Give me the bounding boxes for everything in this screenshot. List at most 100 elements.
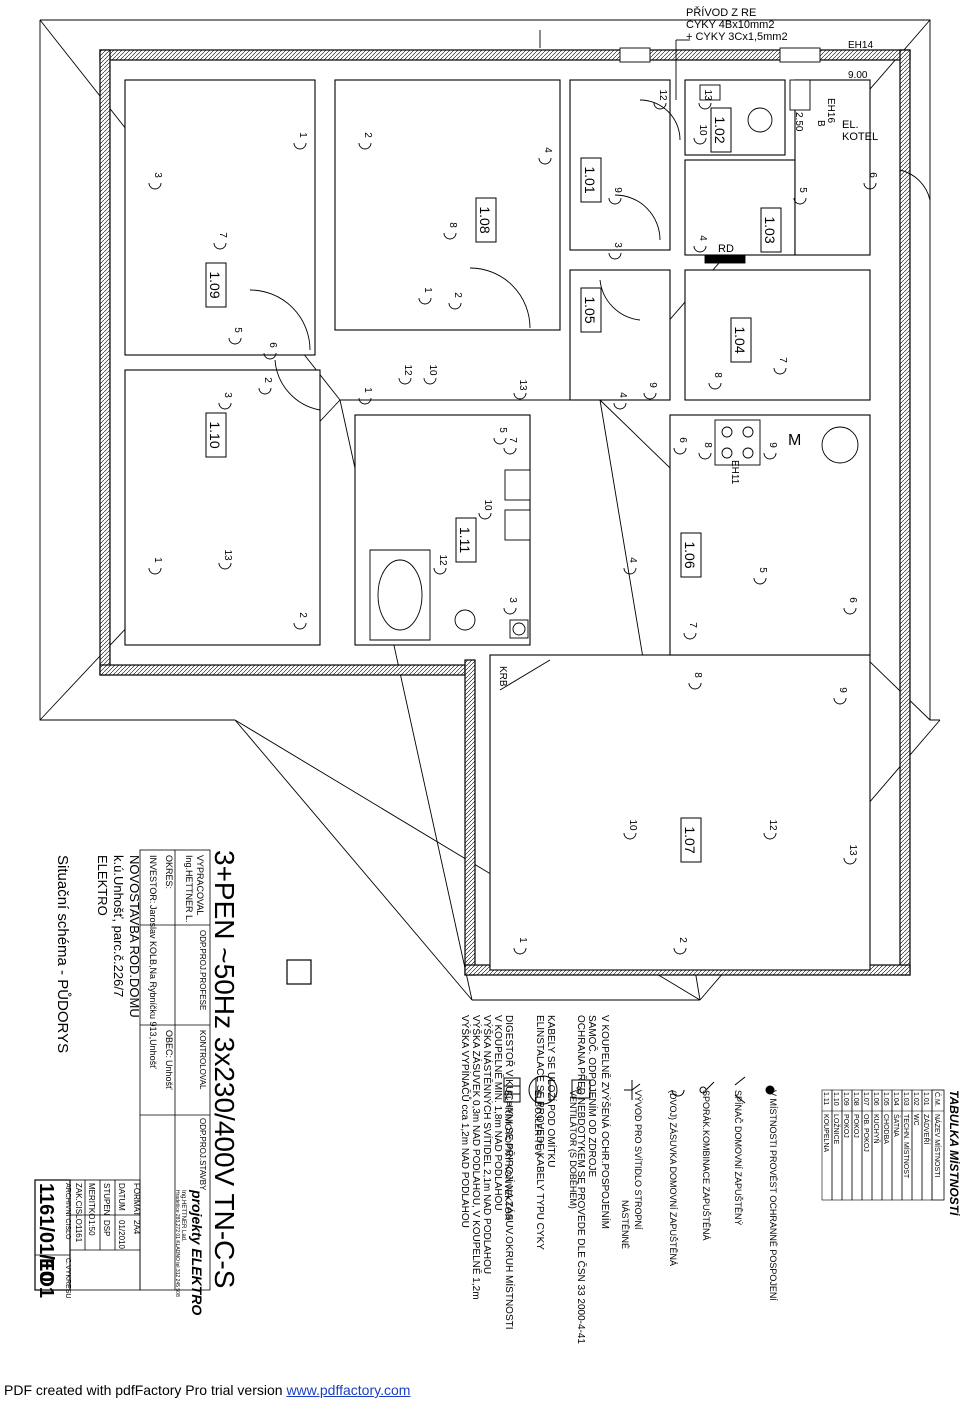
title-block	[34, 849, 211, 1291]
circuit-mark: 1	[293, 132, 308, 150]
room-number: 1.01	[582, 166, 598, 193]
tb-okres-label: OKRES:	[164, 855, 174, 889]
room-table-header-name: NÁZEV MÍSTNOSTI	[933, 1114, 942, 1177]
svg-text:8: 8	[712, 372, 723, 378]
circuit-mark: 8	[688, 672, 703, 690]
tb-cvykresu: EO1	[35, 1258, 57, 1298]
circuit-mark: 2	[293, 612, 308, 630]
room-labels: 1.011.021.031.041.051.061.071.081.091.10…	[205, 107, 782, 863]
room-table-cell: OB. POKOJ	[862, 1114, 869, 1152]
room-number: 1.05	[582, 296, 598, 323]
svg-text:12: 12	[767, 819, 778, 831]
svg-text:7: 7	[217, 232, 228, 238]
svg-text:1: 1	[152, 557, 163, 563]
svg-text:10: 10	[627, 819, 638, 831]
circuit-mark: 1	[418, 287, 433, 305]
tb-datum-label: DATUM	[117, 1183, 126, 1211]
circuit-mark: 12	[398, 364, 413, 385]
tb-project-1: NOVOSTAVBA ROD.DOMU	[127, 855, 142, 1018]
system-label: 3+PEN ~50Hz 3x230/400V TN-C-S	[209, 850, 240, 1288]
svg-text:13: 13	[222, 549, 233, 561]
room-number: 1.03	[762, 216, 778, 243]
tb-drawing-title: Situační schéma - PŮDORYS	[54, 855, 72, 1053]
footer-text: PDF created with pdfFactory Pro trial ve…	[4, 1382, 287, 1398]
rd-label: RD	[718, 243, 734, 255]
circuit-mark: 2	[673, 937, 688, 955]
tb-obec-label: OBEC:	[164, 1030, 174, 1058]
svg-text:10: 10	[697, 124, 708, 136]
circuit-mark: 13	[843, 844, 858, 865]
svg-text:5: 5	[497, 427, 508, 433]
circuit-mark: 6	[863, 172, 878, 190]
circuit-mark: 13	[513, 379, 528, 400]
room-table-cell: 1.03	[902, 1092, 909, 1106]
footer-link[interactable]: www.pdffactory.com	[286, 1382, 411, 1398]
room-table-cell: 1.01	[922, 1092, 929, 1106]
room-table-cell: 1.06	[872, 1092, 879, 1106]
circuit-mark: 9	[643, 382, 658, 400]
svg-text:7: 7	[687, 622, 698, 628]
svg-text:3: 3	[222, 392, 233, 398]
svg-text:3: 3	[612, 242, 623, 248]
room-label-1-01: 1.01	[580, 157, 602, 203]
legend-item: ELPŘÍMOTOPNÝ KONVEKTOR	[503, 1090, 513, 1221]
eh11-label: EH11	[729, 460, 740, 485]
eh14-value: 9.00	[848, 70, 868, 81]
eh16-label: EH16	[825, 98, 836, 123]
circuit-mark: 4	[693, 235, 708, 253]
room-table: TABULKA MÍSTNOSTÍ Č.M. NÁZEV MÍSTNOSTI 1…	[821, 1089, 960, 1218]
tb-kontroloval: KONTROLOVAL	[198, 1030, 207, 1090]
legend-item: SPÍNAČ DOMOVNÍ ZAPUŠTĚNÝ	[733, 1090, 743, 1226]
room-table-cell: 1.10	[832, 1092, 839, 1106]
tb-investor-label: INVESTOR:	[148, 855, 158, 903]
note-line: VÝŠKA VYPÍNAČŮ cca 1,2m NAD PODLAHOU	[459, 1015, 472, 1228]
svg-text:12: 12	[657, 89, 668, 101]
room-table-cell: TECHN. MÍSTNOST	[902, 1114, 911, 1179]
room-table-cell: 1.04	[892, 1092, 899, 1106]
krb-label: KRB	[497, 666, 508, 687]
fixtures	[369, 47, 859, 641]
legend: V MÍSTNOSTI PROVÉST OCHRANNÉ POSPOJENÍSP…	[503, 1090, 778, 1301]
svg-text:13: 13	[517, 379, 528, 391]
circuit-mark: 13	[698, 89, 713, 110]
svg-text:8: 8	[576, 1085, 582, 1097]
room-number: 1.10	[207, 421, 223, 448]
svg-text:1: 1	[297, 132, 308, 138]
svg-text:13: 13	[847, 844, 858, 856]
note-line: SAMOČ. ODPOJENÍM OD ZDROJE	[586, 1015, 599, 1178]
room-table-cell: ZÁDVEŘÍ	[922, 1114, 931, 1144]
supply-line-3: + CYKY 3Cx1,5mm2	[686, 31, 788, 43]
circuit-mark: 5	[493, 427, 508, 445]
doors	[249, 99, 931, 691]
note-line: V KOUPELNĚ ZVÝŠENÁ OCHR.POSPOJENÍM	[599, 1015, 612, 1229]
legend-item: SPORÁK.KOMBINACE ZAPUŠTĚNÁ	[701, 1090, 711, 1241]
circuit-mark: 2	[358, 132, 373, 150]
circuit-mark: 7	[773, 357, 788, 375]
room-table-cell: KOUPELNA	[822, 1114, 829, 1152]
tb-archiv: 1161/01/10	[35, 1183, 57, 1282]
room-table-cell: 1.09	[842, 1092, 849, 1106]
svg-text:7: 7	[507, 437, 518, 443]
tb-investor: Jaroslav KOLB,Na Rybníčku 913,Unhošť	[148, 905, 158, 1069]
distribution-box	[286, 959, 312, 985]
note-line: DIGESTOŘ V KUCHYNI SE PŘIPOJÍ NA ZÁSUV.O…	[503, 1015, 516, 1330]
svg-text:9: 9	[612, 187, 623, 193]
circuit-mark: 5	[793, 187, 808, 205]
circuit-mark: 12	[653, 89, 668, 110]
tb-company: projekty ELEKTRO	[189, 1189, 205, 1315]
tb-project-2: k.ú.Unhošť, parc.č.226/7	[111, 855, 126, 997]
tb-datum: 01/2010	[117, 1220, 126, 1249]
circuit-mark: 2	[448, 292, 463, 310]
svg-text:6: 6	[267, 342, 278, 348]
room-label-1-03: 1.03	[760, 207, 782, 253]
legend-item: ELBOJLER TUV	[533, 1090, 543, 1156]
note-line: VÝŠKA ZÁSUVEK 0,3m NAD PODLAHOU, V KOUPE…	[470, 1015, 483, 1300]
circuit-mark: 2	[258, 377, 273, 395]
svg-text:4: 4	[617, 392, 628, 398]
tb-company-sub1: Ing.HETTNER Lad.	[180, 1190, 186, 1242]
svg-text:8: 8	[447, 222, 458, 228]
svg-text:2: 2	[677, 937, 688, 943]
legend-item: VENTILÁTOR (S DOBĚHEM)	[568, 1090, 578, 1209]
